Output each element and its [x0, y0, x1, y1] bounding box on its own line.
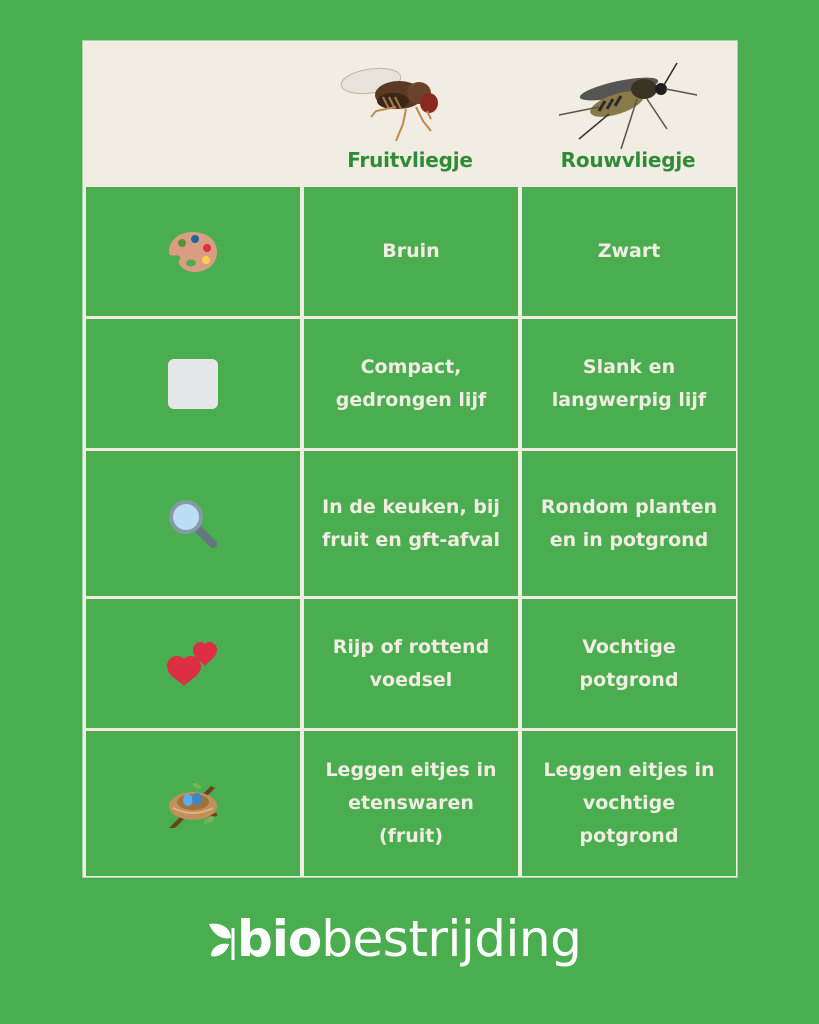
nest-with-eggs-icon — [169, 782, 218, 828]
cell-fruitvliegje-voortplanting: Leggen eitjes in etenswaren (fruit) — [304, 731, 518, 876]
cell-fruitvliegje-aantrekking: Rijp of rottend voedsel — [304, 599, 518, 728]
cell-rouwvliegje-vindplaats: Rondom planten en in potgrond — [522, 451, 736, 596]
header-col-fruitvliegje: Fruitvliegje — [301, 41, 519, 186]
cell-rouwvliegje-kleur: Zwart — [522, 187, 736, 316]
white-square-icon — [168, 358, 218, 409]
cell-fruitvliegje-vorm: Compact, gedrongen lijf — [304, 319, 518, 448]
two-hearts-icon — [167, 641, 217, 686]
logo-text-bestrijding: bestrijding — [321, 910, 582, 968]
fruit-fly-image — [340, 67, 438, 142]
magnifying-glass-icon — [169, 499, 217, 548]
biobestrijding-logo[interactable]: bio bestrijding — [207, 910, 582, 968]
table-header-row: Fruitvliegje Rouwvliegje — [83, 41, 737, 186]
species-name-fruitvliegje: Fruitvliegje — [347, 148, 473, 172]
leaf-icon — [209, 923, 235, 960]
row-icon-cell-voortplanting — [86, 731, 300, 876]
comparison-table: Fruitvliegje Rouwvliegje — [82, 40, 738, 878]
cell-rouwvliegje-voortplanting: Leggen eitjes in vochtige potgrond — [522, 731, 736, 876]
cell-rouwvliegje-aantrekking: Vochtige potgrond — [522, 599, 736, 728]
species-name-rouwvliegje: Rouwvliegje — [560, 148, 696, 172]
cell-rouwvliegje-vorm: Slank en langwerpig lijf — [522, 319, 736, 448]
fungus-gnat-image — [558, 62, 698, 150]
cell-fruitvliegje-vindplaats: In de keuken, bij fruit en gft-afval — [304, 451, 518, 596]
header-col-rouwvliegje: Rouwvliegje — [519, 41, 737, 186]
row-icon-cell-vindplaats — [86, 451, 300, 596]
artist-palette-icon — [169, 231, 217, 272]
row-icon-cell-aantrekking — [86, 599, 300, 728]
cell-fruitvliegje-kleur: Bruin — [304, 187, 518, 316]
row-icon-cell-vorm — [86, 319, 300, 448]
row-icon-cell-kleur — [86, 187, 300, 316]
logo-text-bio: bio — [237, 910, 322, 968]
